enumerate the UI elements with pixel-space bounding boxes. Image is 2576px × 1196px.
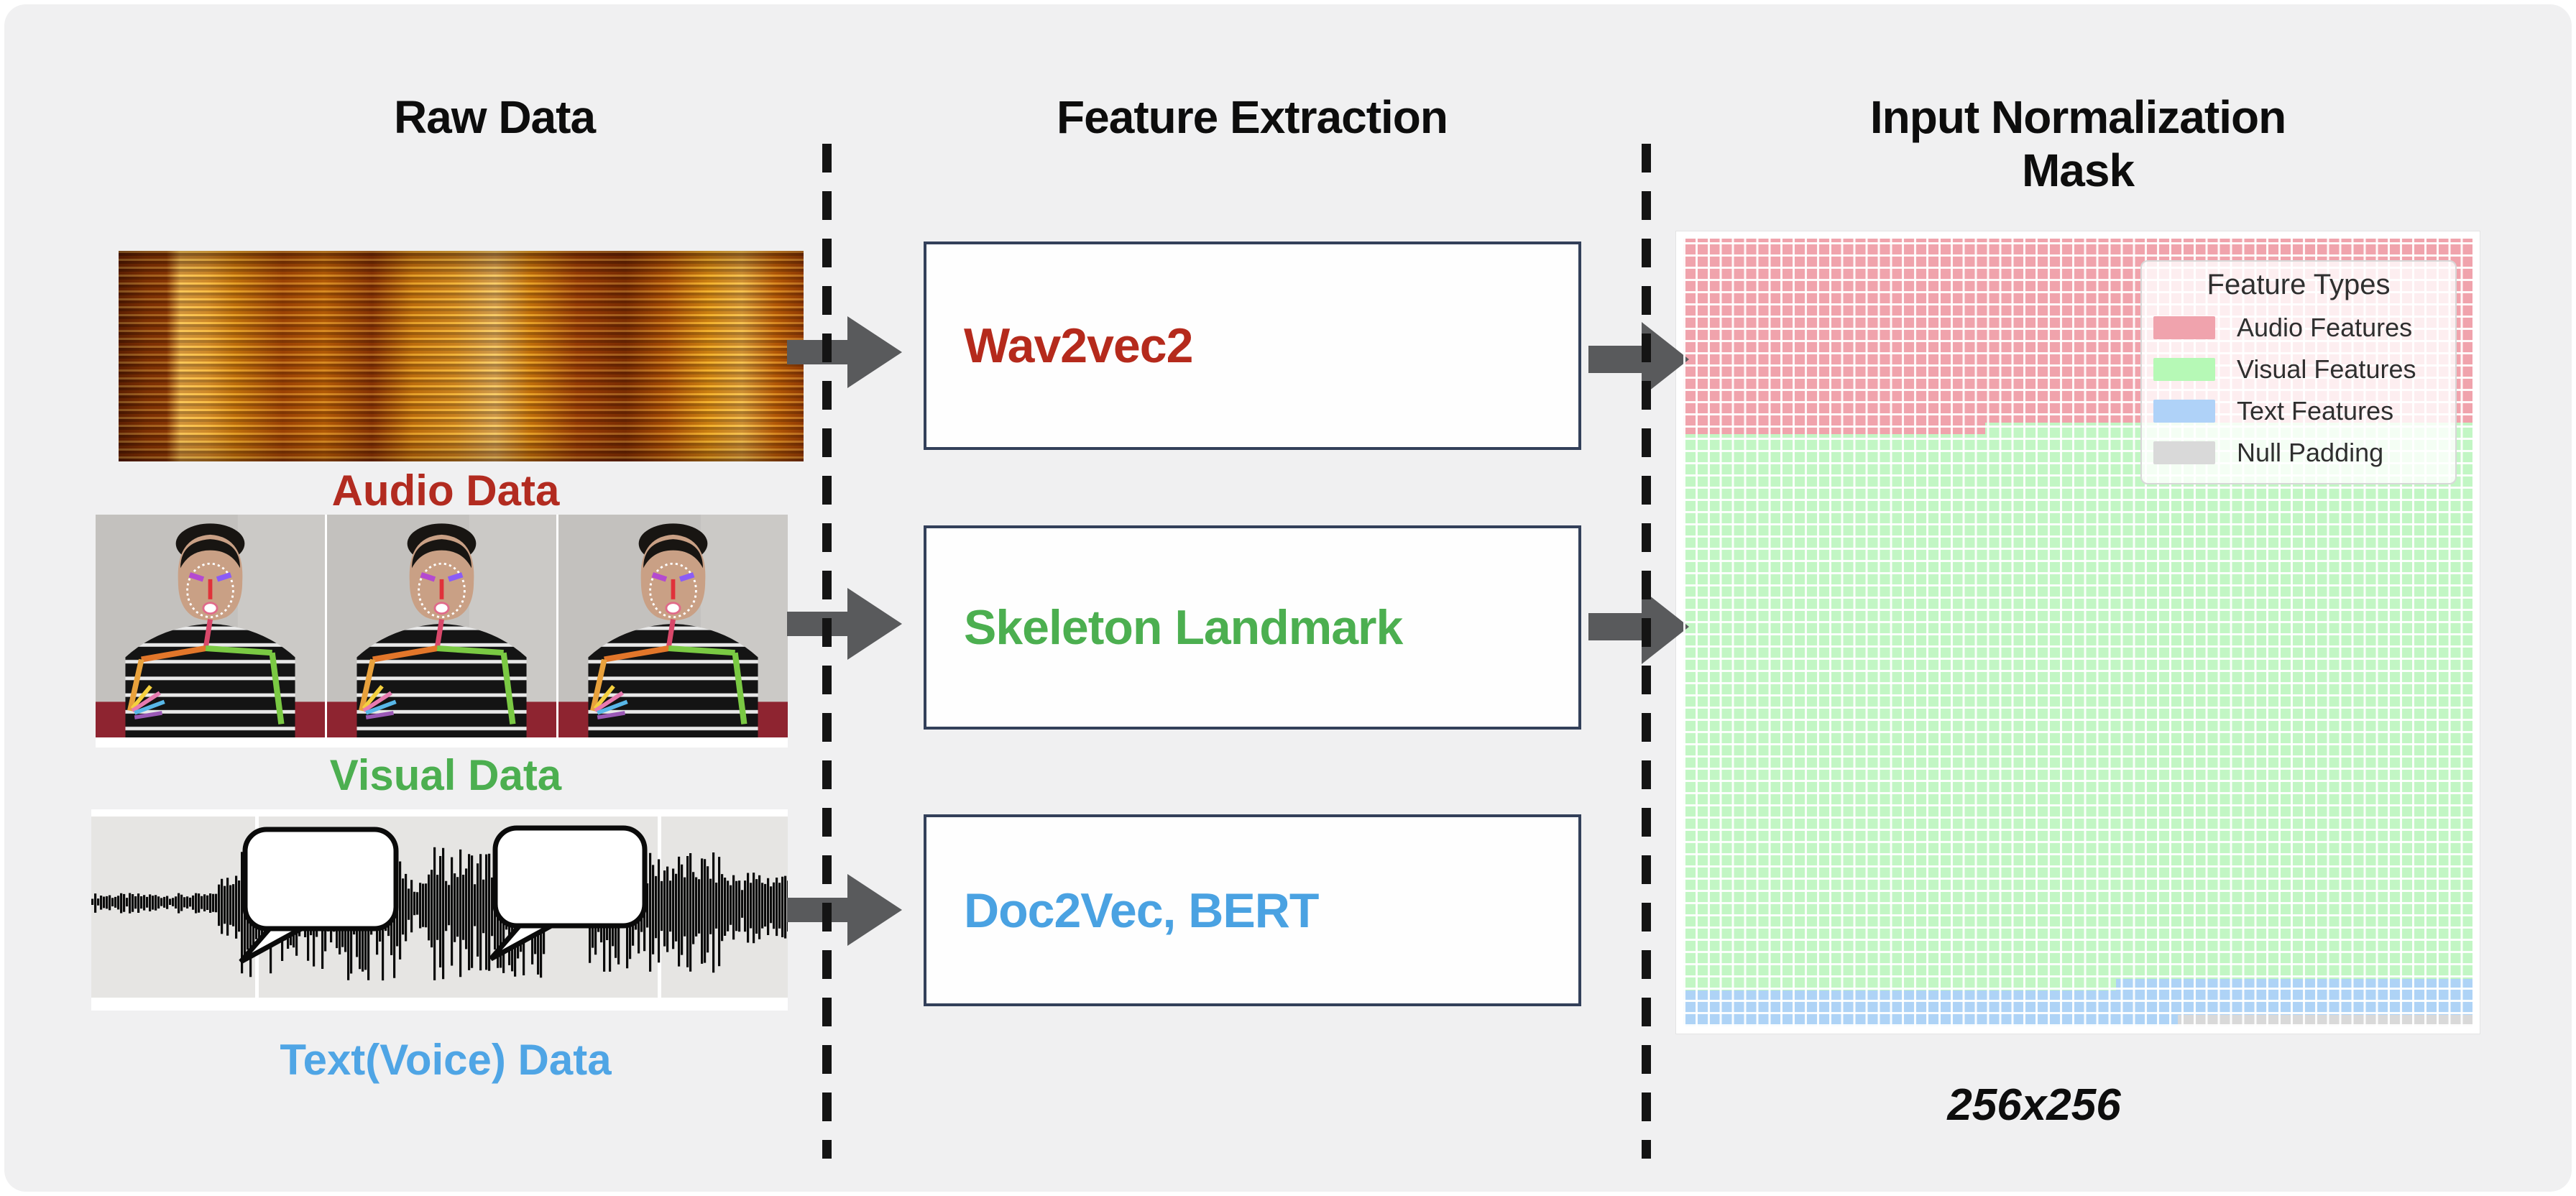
visual-features-swatch (2153, 358, 2215, 381)
speech-bubble-2 (489, 825, 648, 962)
speech-bubble-1 (239, 827, 399, 965)
arrow-text-to-doc2vec (787, 874, 902, 946)
legend-item-null: Null Padding (2142, 432, 2455, 474)
feature-types-legend: Feature Types Audio Features Visual Feat… (2140, 260, 2457, 484)
wav2vec2-box-label: Wav2vec2 (964, 318, 1193, 373)
arrow-audio-to-wav2vec2 (787, 316, 902, 388)
voice-waveform-image (91, 809, 788, 1011)
person-frame-1 (96, 515, 327, 737)
audio-data-label: Audio Data (331, 466, 560, 515)
visual-features-label: Visual Features (2237, 354, 2416, 384)
doc2vec-bert-box: Doc2Vec, BERT (924, 814, 1581, 1006)
normalization-mask-figure: Feature Types Audio Features Visual Feat… (1676, 231, 2480, 1034)
text-features-swatch (2153, 400, 2215, 423)
person-skeleton-image (96, 515, 325, 737)
legend-item-text: Text Features (2142, 390, 2455, 432)
feature-extraction-title: Feature Extraction (1057, 91, 1448, 143)
text-features-label: Text Features (2237, 396, 2394, 426)
arrow-wav2vec2-to-mask (1588, 322, 1689, 397)
null-padding-label: Null Padding (2237, 438, 2384, 467)
wav2vec2-box: Wav2vec2 (924, 242, 1581, 450)
mask-grid: Feature Types Audio Features Visual Feat… (1683, 239, 2472, 1026)
arrow-skeleton-to-mask (1588, 589, 1689, 664)
arrow-visual-to-skeleton (787, 588, 902, 660)
visual-data-label: Visual Data (329, 751, 562, 799)
skeleton-landmark-box: Skeleton Landmark (924, 525, 1581, 730)
legend-title: Feature Types (2207, 269, 2391, 300)
skeleton-landmark-box-label: Skeleton Landmark (964, 600, 1403, 655)
input-normalization-mask-title: Input Normalization Mask (1869, 91, 2286, 196)
null-padding-swatch (2153, 441, 2215, 464)
person-skeleton-image (327, 515, 556, 737)
audio-spectrogram-image (119, 251, 804, 461)
person-frame-3 (558, 515, 788, 737)
audio-features-label: Audio Features (2237, 313, 2413, 342)
person-skeleton-image (558, 515, 788, 737)
visual-data-frames (96, 515, 788, 748)
doc2vec-bert-box-label: Doc2Vec, BERT (964, 883, 1319, 938)
person-frame-2 (327, 515, 558, 737)
raw-data-title: Raw Data (393, 91, 596, 143)
legend-item-audio: Audio Features (2142, 307, 2455, 349)
dashed-divider-right (1642, 144, 1651, 1159)
mask-size-label: 256x256 (1947, 1080, 2121, 1130)
waveform-svg (91, 809, 788, 1011)
legend-item-visual: Visual Features (2142, 349, 2455, 390)
audio-features-swatch (2153, 316, 2215, 339)
text-voice-data-label: Text(Voice) Data (280, 1036, 612, 1084)
dashed-divider-left (822, 144, 832, 1159)
